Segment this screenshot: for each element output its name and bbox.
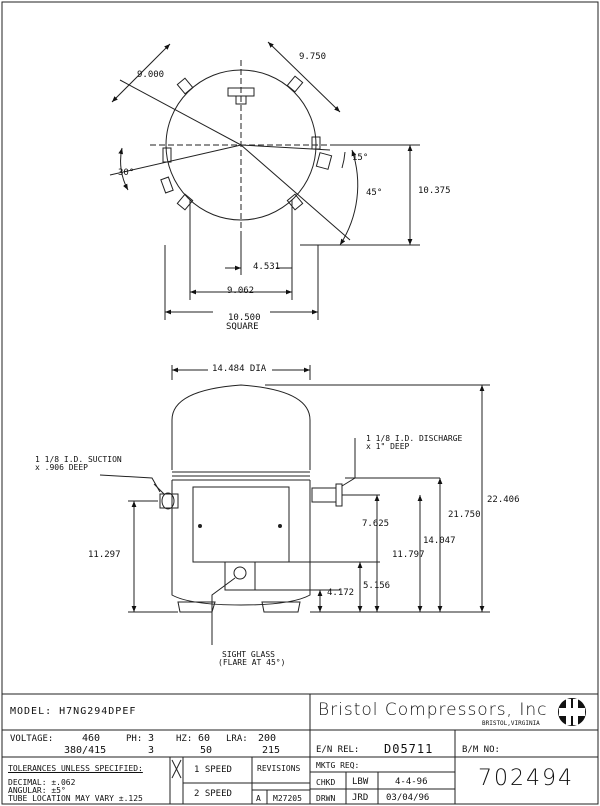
discharge-note-1: 1 1/8 I.D. DISCHARGE [366, 434, 463, 443]
sight-glass [233, 566, 247, 580]
sight-glass-note-1: SIGHT GLASS [222, 650, 275, 659]
chkd-label: CHKD [316, 778, 336, 787]
dim-45deg: 45° [366, 188, 383, 198]
company-location: BRISTOL,VIRGINIA [482, 720, 540, 727]
suction-note-2: x .906 DEEP [35, 463, 88, 472]
dim-dia: 14.484 DIA [212, 364, 267, 374]
company-name: Bristol Compressors, Inc [318, 700, 548, 720]
revision-code: M27205 [273, 794, 302, 803]
ph-60hz: 3 [148, 733, 155, 744]
suction-note-1: 1 1/8 I.D. SUCTION [35, 455, 122, 464]
voltage-label: VOLTAGE: [10, 734, 54, 744]
side-view-dome [171, 384, 311, 470]
lra-label: LRA: [226, 734, 248, 744]
dim-21750: 21.750 [448, 510, 481, 520]
hz-50: 50 [200, 745, 213, 756]
hz-60: 60 [198, 733, 211, 744]
lra-60hz: 200 [258, 733, 277, 744]
drwn-date: 03/04/96 [386, 793, 430, 803]
en-rel-label: E/N REL: [316, 745, 360, 755]
en-rel-value: D05711 [384, 742, 434, 756]
dim-14047: 14.047 [423, 536, 456, 546]
tolerance-angular: ANGULAR: ±5° [8, 786, 66, 795]
drwn-by: JRD [352, 793, 369, 803]
speed-2: 2 SPEED [194, 789, 232, 799]
revision-letter: A [256, 794, 261, 803]
hz-label: HZ: [176, 734, 193, 744]
lra-50hz: 215 [262, 745, 281, 756]
title-block [2, 693, 598, 804]
side-view [99, 365, 490, 645]
dim-15deg: 15° [352, 153, 369, 163]
dim-9062: 9.062 [227, 286, 255, 296]
dim-22406: 22.406 [487, 495, 520, 505]
revisions-label: REVISIONS [257, 764, 301, 773]
mktg-req-label: MKTG REQ: [316, 761, 360, 770]
dim-11297: 11.297 [88, 550, 121, 560]
dim-5156: 5.156 [363, 581, 391, 591]
dim-9750: 9.750 [299, 52, 327, 62]
tolerance-tube: TUBE LOCATION MAY VARY ±.125 [8, 794, 143, 803]
sight-glass-note-2: (FLARE AT 45°) [218, 658, 286, 667]
speed-1: 1 SPEED [194, 765, 232, 775]
dim-10375: 10.375 [418, 186, 451, 196]
voltage-50hz: 380/415 [64, 745, 107, 756]
tolerances-header: TOLERANCES UNLESS SPECIFIED: [8, 764, 143, 773]
dim-4172: 4.172 [327, 588, 355, 598]
top-view [109, 41, 420, 320]
ph-50hz: 3 [148, 745, 155, 756]
ph-label: PH: [126, 734, 143, 744]
dim-9000: 9.000 [137, 70, 165, 80]
chkd-by: LBW [352, 777, 369, 787]
drwn-label: DRWN [316, 794, 336, 803]
bm-no-label: B/M NO: [462, 745, 500, 755]
chkd-date: 4-4-96 [395, 777, 428, 787]
dim-4531: 4.531 [253, 262, 281, 272]
dim-10500: 10.500 [228, 313, 261, 323]
discharge-note-2: x 1" DEEP [366, 442, 410, 451]
tolerance-decimal: DECIMAL: ±.062 [8, 778, 76, 787]
bm-no-value: 702494 [478, 766, 574, 791]
dim-30deg: 30° [118, 168, 135, 178]
dim-7625: 7.625 [362, 519, 390, 529]
model-label: MODEL: H7NG294DPEF [10, 706, 137, 717]
dim-square: SQUARE [226, 322, 259, 332]
terminal-box [192, 486, 290, 563]
dim-11797: 11.797 [392, 550, 425, 560]
voltage-60hz: 460 [82, 733, 101, 744]
